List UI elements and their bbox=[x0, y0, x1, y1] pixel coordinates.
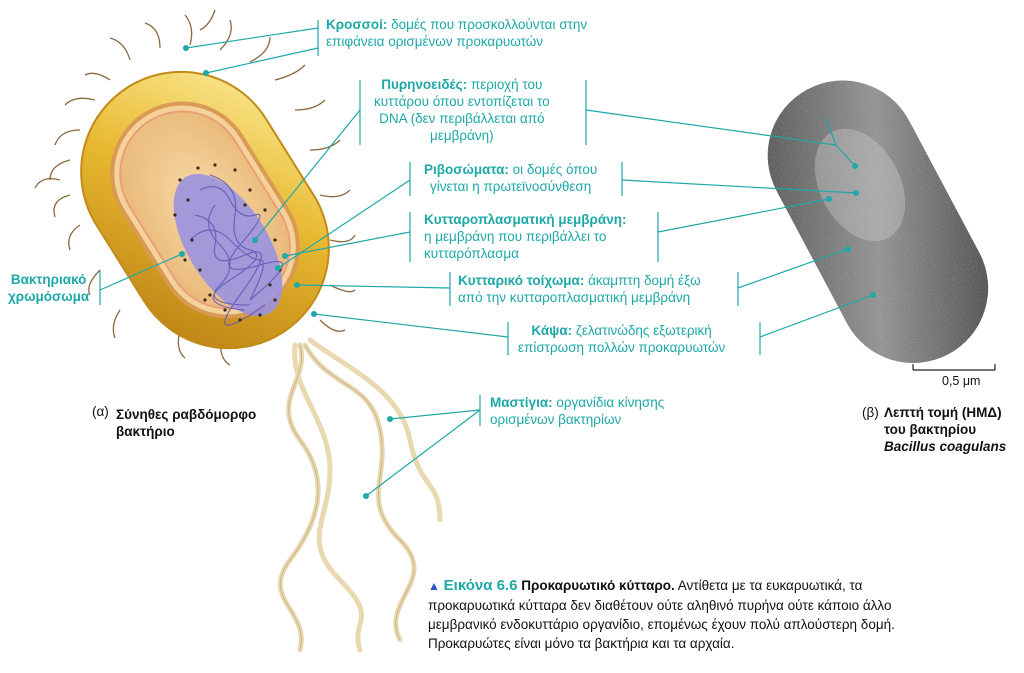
label-plasma-membrane: Κυτταροπλασματική μεμβράνη: η μεμβράνη π… bbox=[424, 212, 627, 261]
leader-dots bbox=[179, 45, 876, 499]
caption-figure-number: Εικόνα 6.6 bbox=[443, 577, 518, 594]
label-ribosomes: Ριβοσώματα: οι δομές όπου γίνεται η πρωτ… bbox=[424, 162, 598, 194]
panel-b-label: (β) bbox=[862, 405, 879, 420]
label-pili: Κροσσοί: δομές που προσκολλούνται στην ε… bbox=[326, 17, 588, 49]
leader-lines bbox=[99, 20, 874, 497]
label-nucleoid: Πυρηνοειδές: περιοχή του κυττάρου όπου ε… bbox=[374, 77, 550, 143]
figure-caption: ▲ Εικόνα 6.6 Προκαρυωτικό κύτταρο. Αντίθ… bbox=[428, 577, 895, 651]
pili bbox=[34, 9, 356, 366]
panel-a-label: (α) bbox=[92, 404, 109, 419]
label-capsule: Κάψα: ζελατινώδης εξωτερική επίστρωση πο… bbox=[518, 323, 726, 355]
panel-a-title: Σύνηθες ραβδόμορφο βακτήριο bbox=[116, 407, 257, 439]
flagella bbox=[277, 337, 443, 653]
caption-marker-icon: ▲ bbox=[428, 579, 440, 593]
scale-bar bbox=[912, 364, 996, 371]
caption-heading: Προκαρυωτικό κύτταρο. bbox=[521, 578, 675, 593]
nucleoid bbox=[173, 173, 284, 326]
ribosomes bbox=[173, 163, 282, 322]
label-bacterial-chromosome: Βακτηριακό χρωμόσωμα bbox=[8, 272, 90, 304]
scale-bar-label: 0,5 μm bbox=[942, 374, 981, 388]
panel-b-title: Λεπτή τομή (ΗΜΔ) του βακτηρίου Bacillus … bbox=[884, 405, 1007, 454]
sem-micrograph bbox=[767, 80, 989, 363]
label-cell-wall: Κυτταρικό τοίχωμα: άκαμπτη δομή έξω από … bbox=[458, 273, 701, 305]
label-flagella: Μαστίγια: οργανίδια κίνησης ορισμένων βα… bbox=[490, 395, 665, 427]
